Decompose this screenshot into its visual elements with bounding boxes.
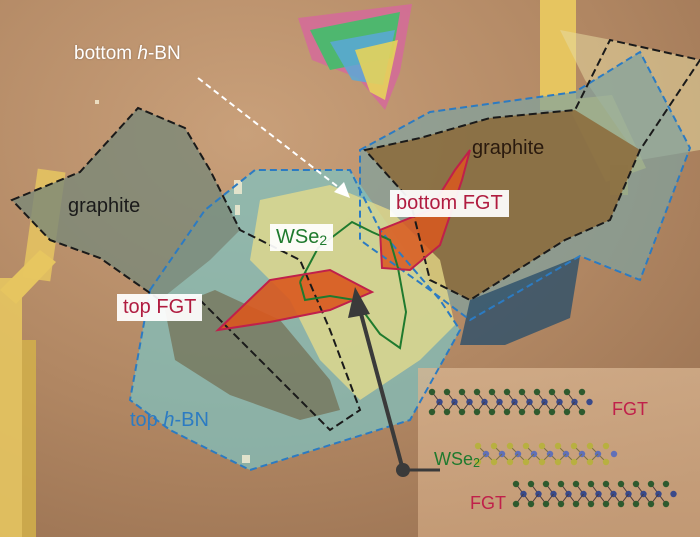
lattice-atom bbox=[506, 442, 514, 450]
lattice-atom bbox=[586, 398, 593, 406]
lattice-atom bbox=[512, 480, 520, 488]
lattice-atom bbox=[473, 408, 481, 416]
lattice-atom bbox=[578, 408, 586, 416]
schematic-fgt-bottom-label: FGT bbox=[470, 493, 506, 513]
lattice-atom bbox=[503, 388, 511, 396]
lattice-atom bbox=[490, 442, 498, 450]
lattice-atom bbox=[542, 500, 550, 508]
bottom-fgt-label: bottom FGT bbox=[390, 190, 509, 217]
bottom-hbn-label: bottom h-BN bbox=[74, 43, 181, 64]
dark-strip bbox=[165, 290, 340, 420]
top-fgt-label: top FGT bbox=[117, 294, 203, 321]
lattice-atom bbox=[662, 500, 670, 508]
lattice-atom bbox=[518, 408, 526, 416]
lattice-atom bbox=[522, 458, 530, 466]
schematic-pointer-arrowhead bbox=[348, 287, 370, 318]
fgt-bottom-lattice bbox=[512, 480, 677, 508]
lattice-atom bbox=[490, 458, 498, 466]
bottom-hbn-outline bbox=[359, 50, 692, 322]
top-hbn-label: top h-BN bbox=[130, 409, 209, 431]
lattice-atom bbox=[563, 408, 571, 416]
graphite-left-label: graphite bbox=[68, 195, 141, 217]
dark-blue-region bbox=[460, 256, 580, 345]
lattice-atom bbox=[586, 458, 594, 466]
lattice-atom bbox=[522, 442, 530, 450]
wse2-label: WSe2 bbox=[270, 224, 334, 252]
lattice-atom bbox=[647, 480, 655, 488]
lattice-atom bbox=[557, 500, 565, 508]
lattice-atom bbox=[587, 500, 595, 508]
lattice-atom bbox=[527, 500, 535, 508]
lattice-atom bbox=[538, 458, 546, 466]
lattice-atom bbox=[572, 500, 580, 508]
lattice-atom bbox=[617, 480, 625, 488]
lattice-atom bbox=[610, 450, 618, 458]
bottom-hbn-arrowhead bbox=[334, 182, 350, 198]
lattice-atom bbox=[488, 388, 496, 396]
lattice-atom bbox=[602, 480, 610, 488]
wse2-outline bbox=[299, 220, 408, 350]
lattice-atom bbox=[458, 408, 466, 416]
lattice-atom bbox=[512, 500, 520, 508]
bottom-fgt-flake bbox=[380, 150, 470, 270]
lattice-atom bbox=[602, 500, 610, 508]
lattice-atom bbox=[602, 458, 610, 466]
lattice-atom bbox=[578, 388, 586, 396]
graphite-left-region bbox=[12, 108, 240, 300]
top-hbn-outline bbox=[128, 169, 462, 472]
lattice-atom bbox=[572, 480, 580, 488]
lattice-atom bbox=[617, 500, 625, 508]
small-flake bbox=[298, 4, 412, 110]
lattice-atom bbox=[538, 442, 546, 450]
lattice-atom bbox=[557, 480, 565, 488]
wse2-lattice bbox=[474, 442, 618, 466]
lattice-atom bbox=[518, 388, 526, 396]
lattice-atom bbox=[458, 388, 466, 396]
lattice-atom bbox=[570, 458, 578, 466]
schematic-wse2-label: WSe2 bbox=[434, 449, 481, 470]
schematic-pointer-dot bbox=[396, 463, 410, 477]
lattice-atom bbox=[587, 480, 595, 488]
lattice-atom bbox=[506, 458, 514, 466]
lattice-atom bbox=[488, 408, 496, 416]
lattice-atom bbox=[533, 408, 541, 416]
lattice-atom bbox=[548, 388, 556, 396]
lattice-atom bbox=[662, 480, 670, 488]
lattice-atom bbox=[503, 408, 511, 416]
lattice-atom bbox=[443, 408, 451, 416]
lattice-atom bbox=[647, 500, 655, 508]
schematic-fgt-top-label: FGT bbox=[612, 399, 648, 419]
top-fgt-outline bbox=[215, 268, 375, 332]
lattice-atom bbox=[632, 480, 640, 488]
lattice-atom bbox=[474, 458, 482, 466]
lattice-atom bbox=[428, 388, 436, 396]
graphite-right-label: graphite bbox=[472, 137, 545, 159]
graphite-left-outline bbox=[10, 106, 362, 432]
bottom-hbn-arrow bbox=[197, 77, 343, 191]
lattice-atom bbox=[548, 408, 556, 416]
fgt-top-lattice bbox=[428, 388, 593, 416]
graphite-right-outline bbox=[363, 38, 700, 302]
lattice-atom bbox=[670, 490, 677, 498]
lattice-atom bbox=[554, 458, 562, 466]
lattice-atom bbox=[533, 388, 541, 396]
lattice-atom bbox=[473, 388, 481, 396]
lattice-atom bbox=[542, 480, 550, 488]
top-fgt-flake bbox=[218, 270, 372, 330]
lattice-atom bbox=[554, 442, 562, 450]
lattice-atom bbox=[632, 500, 640, 508]
lattice-atom bbox=[474, 442, 482, 450]
lattice-atom bbox=[570, 442, 578, 450]
lattice-atom bbox=[602, 442, 610, 450]
lattice-atom bbox=[586, 442, 594, 450]
debris bbox=[95, 100, 250, 463]
schematic-pointer-line bbox=[358, 309, 405, 471]
lattice-atom bbox=[443, 388, 451, 396]
lattice-atom bbox=[428, 408, 436, 416]
lattice-atom bbox=[563, 388, 571, 396]
lattice-atom bbox=[527, 480, 535, 488]
